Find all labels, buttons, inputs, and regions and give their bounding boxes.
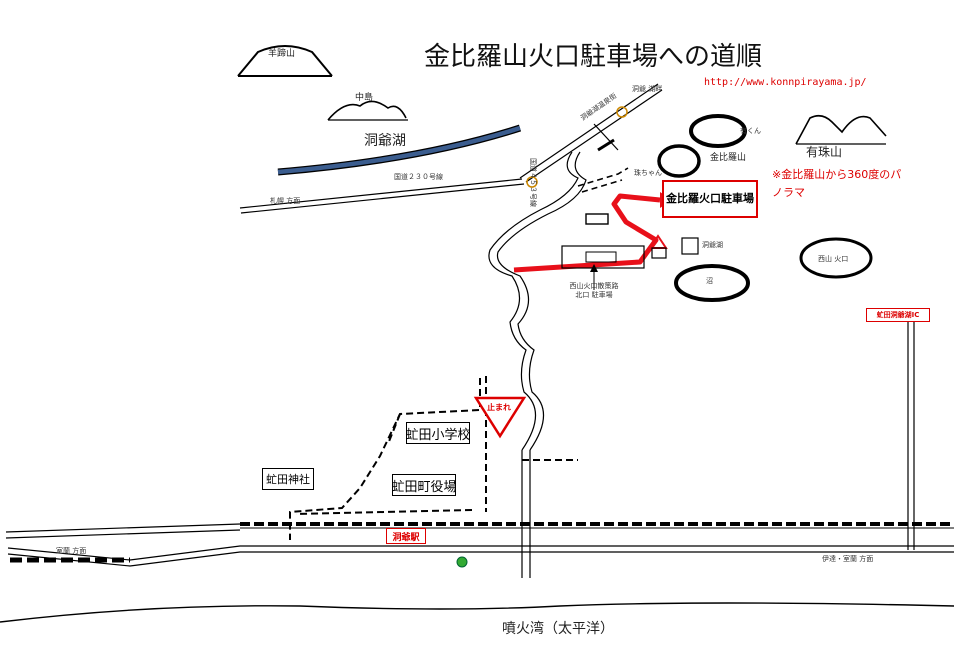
nishiyama-label: 西山 火口 [818, 255, 849, 263]
house-marker-body [651, 247, 667, 259]
parking-house [585, 213, 609, 225]
facility-box [681, 237, 699, 255]
dashed-road-top2 [581, 179, 623, 193]
station-box[interactable]: 洞爺駅 [386, 528, 426, 544]
yotei-label: 羊蹄山 [268, 49, 296, 59]
town-road-e [295, 509, 473, 515]
cross-road [593, 123, 619, 151]
railway-west-upper [5, 523, 241, 533]
route453-label: 国道４５３号線 [529, 158, 537, 207]
lakeside-label: 洞爺 湖畔 [632, 85, 663, 93]
winding-road-right [496, 151, 587, 451]
interchange-box[interactable]: 虻田洞爺湖IC [866, 308, 930, 322]
info-center-label: 西山火口散策路北口 駐車場 [569, 282, 619, 300]
pond-label: 沼 [706, 277, 713, 285]
jr-marker [456, 556, 468, 568]
shrine-box[interactable]: 虻田神社 [262, 468, 314, 490]
town-road-c [387, 413, 401, 445]
parking-label-box[interactable]: 金比羅火口駐車場 [662, 180, 758, 218]
site-url[interactable]: http://www.konnpirayama.jp/ [704, 77, 867, 88]
route230-road-upper [239, 178, 523, 209]
route-marker-230 [526, 176, 538, 188]
route230-label: 国道２３０号線 [394, 173, 443, 181]
town-office-box[interactable]: 虻田町役場 [392, 474, 457, 496]
winding-road-left [488, 151, 579, 451]
red-route [513, 193, 661, 273]
tamachan-label: 珠ちゃん [634, 169, 662, 177]
crater-pond [674, 264, 750, 302]
onsen-road-lower [525, 89, 663, 183]
route230-road-lower [240, 183, 525, 214]
nakajima-label: 中島 [355, 93, 374, 103]
muroran-label: 室蘭 方面 [56, 547, 87, 555]
info-arrow-head [590, 264, 598, 272]
lake-band [277, 125, 521, 175]
crater-yukun [689, 114, 747, 148]
crater-konpira [657, 144, 701, 178]
facility-label: 洞爺湖 [702, 241, 723, 249]
yukun-label: 有くん [740, 127, 761, 135]
route37-upper [7, 545, 954, 561]
route-marker-453 [616, 106, 628, 118]
page-title: 金比羅山火口駐車場への道順 [424, 42, 763, 72]
usu-label: 有珠山 [806, 145, 843, 159]
panorama-note: ※金比羅山から360度のパノラマ [772, 168, 902, 199]
date-label: 伊達・室蘭 方面 [822, 555, 874, 563]
sapporo-label: 札幌 方面 [270, 197, 301, 205]
dashed-road-top [577, 167, 629, 187]
railway-crossing [597, 138, 615, 152]
konpira-label: 金比羅山 [710, 153, 747, 163]
info-center-inner [585, 251, 617, 263]
stop-sign-label: 止まれ [487, 403, 511, 412]
yotei-mountain [237, 45, 333, 77]
lake-label: 洞爺湖 [364, 133, 406, 149]
railway-west-lower [5, 529, 241, 539]
crater-nishiyama [799, 237, 873, 279]
nakajima-island [327, 100, 407, 121]
route37-lower [7, 551, 954, 567]
usu-mountain [795, 114, 887, 145]
town-road-a [289, 378, 481, 540]
onsen-road-upper [519, 83, 659, 179]
bay-label: 噴火湾（太平洋） [502, 621, 614, 637]
shoreline [0, 602, 954, 623]
school-box[interactable]: 虻田小学校 [406, 422, 471, 444]
info-center-building [561, 245, 645, 269]
stop-sign [473, 396, 527, 439]
